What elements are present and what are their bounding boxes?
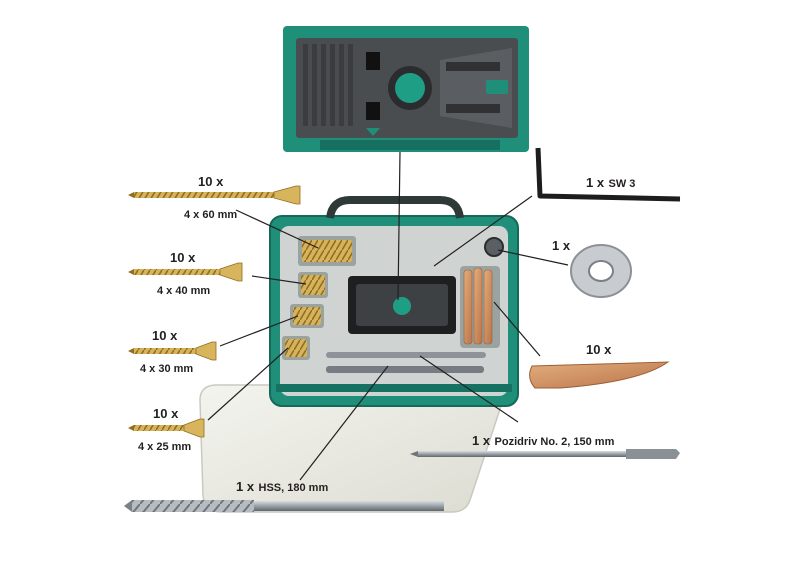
stop-ring-icon <box>570 244 632 298</box>
hex-key-size: SW 3 <box>608 178 636 190</box>
bit-qty: 1 x <box>472 433 491 448</box>
stop-ring-qty: 1 x <box>552 238 571 253</box>
wood-plug-icon <box>529 361 670 389</box>
drill-qty: 1 x <box>236 479 255 494</box>
pocket-hole-jig <box>283 26 529 152</box>
screw-icon <box>128 185 301 438</box>
screw-30-qty: 10 x <box>152 328 178 343</box>
storage-case-icon <box>199 196 519 513</box>
hex-key-qty: 1 x <box>586 175 605 190</box>
leader-lines <box>207 151 569 481</box>
screw-40-size: 4 x 40 mm <box>157 285 211 297</box>
hex-key-label: 1 x SW 3 <box>586 174 635 192</box>
drill-spec: HSS, 180 mm <box>258 482 329 494</box>
screw-25-size: 4 x 25 mm <box>138 441 192 453</box>
step-drill-icon <box>124 500 444 512</box>
screw-60-qty: 10 x <box>198 174 224 189</box>
drill-label: 1 x HSS, 180 mm <box>236 478 328 496</box>
screw-25-qty: 10 x <box>153 406 179 421</box>
hex-key-icon <box>535 147 681 202</box>
wood-plug-qty: 10 x <box>586 342 612 357</box>
screw-30-size: 4 x 30 mm <box>140 363 194 375</box>
bit-spec: Pozidriv No. 2, 150 mm <box>494 436 615 448</box>
screw-60-size: 4 x 60 mm <box>184 209 238 221</box>
bit-label: 1 x Pozidriv No. 2, 150 mm <box>472 432 614 450</box>
screwdriver-bit-icon <box>410 449 680 459</box>
screw-40-qty: 10 x <box>170 250 196 265</box>
